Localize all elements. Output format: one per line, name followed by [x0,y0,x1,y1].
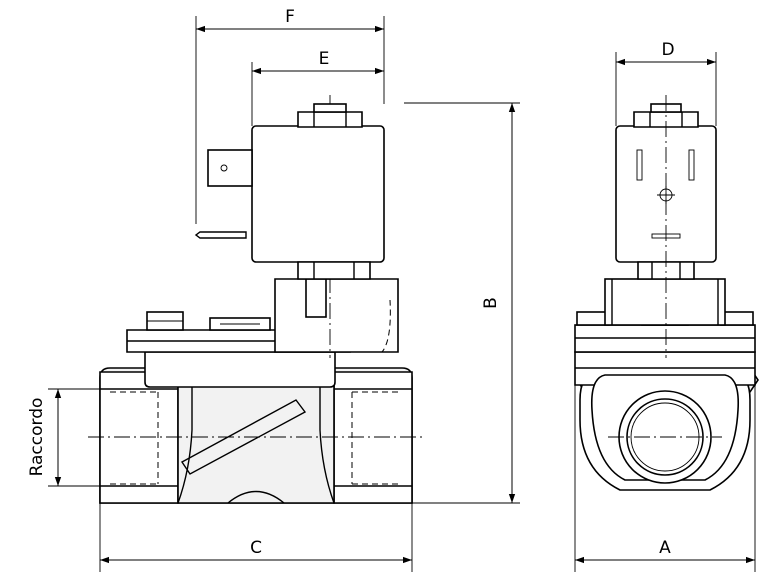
dimension-raccordo: Raccordo [27,388,100,487]
side-view: F E Raccordo C B [27,7,520,572]
label-b: B [481,297,501,309]
label-e: E [319,49,330,69]
front-valve-body [574,351,759,491]
dimension-e: E [251,49,384,126]
dimension-a: A [574,385,756,572]
label-c: C [250,538,262,558]
side-coil [194,103,385,280]
front-coil [615,95,717,358]
dimension-b: B [404,102,520,504]
label-f: F [285,7,295,27]
side-valve-body [88,367,425,504]
front-view: D A [574,40,759,572]
dimension-f: F [195,7,385,224]
front-bonnet [574,278,756,353]
dimension-c: C [99,503,413,572]
label-raccordo: Raccordo [27,398,47,477]
dimension-d: D [615,40,717,126]
label-d: D [661,40,674,60]
label-a: A [659,538,671,558]
